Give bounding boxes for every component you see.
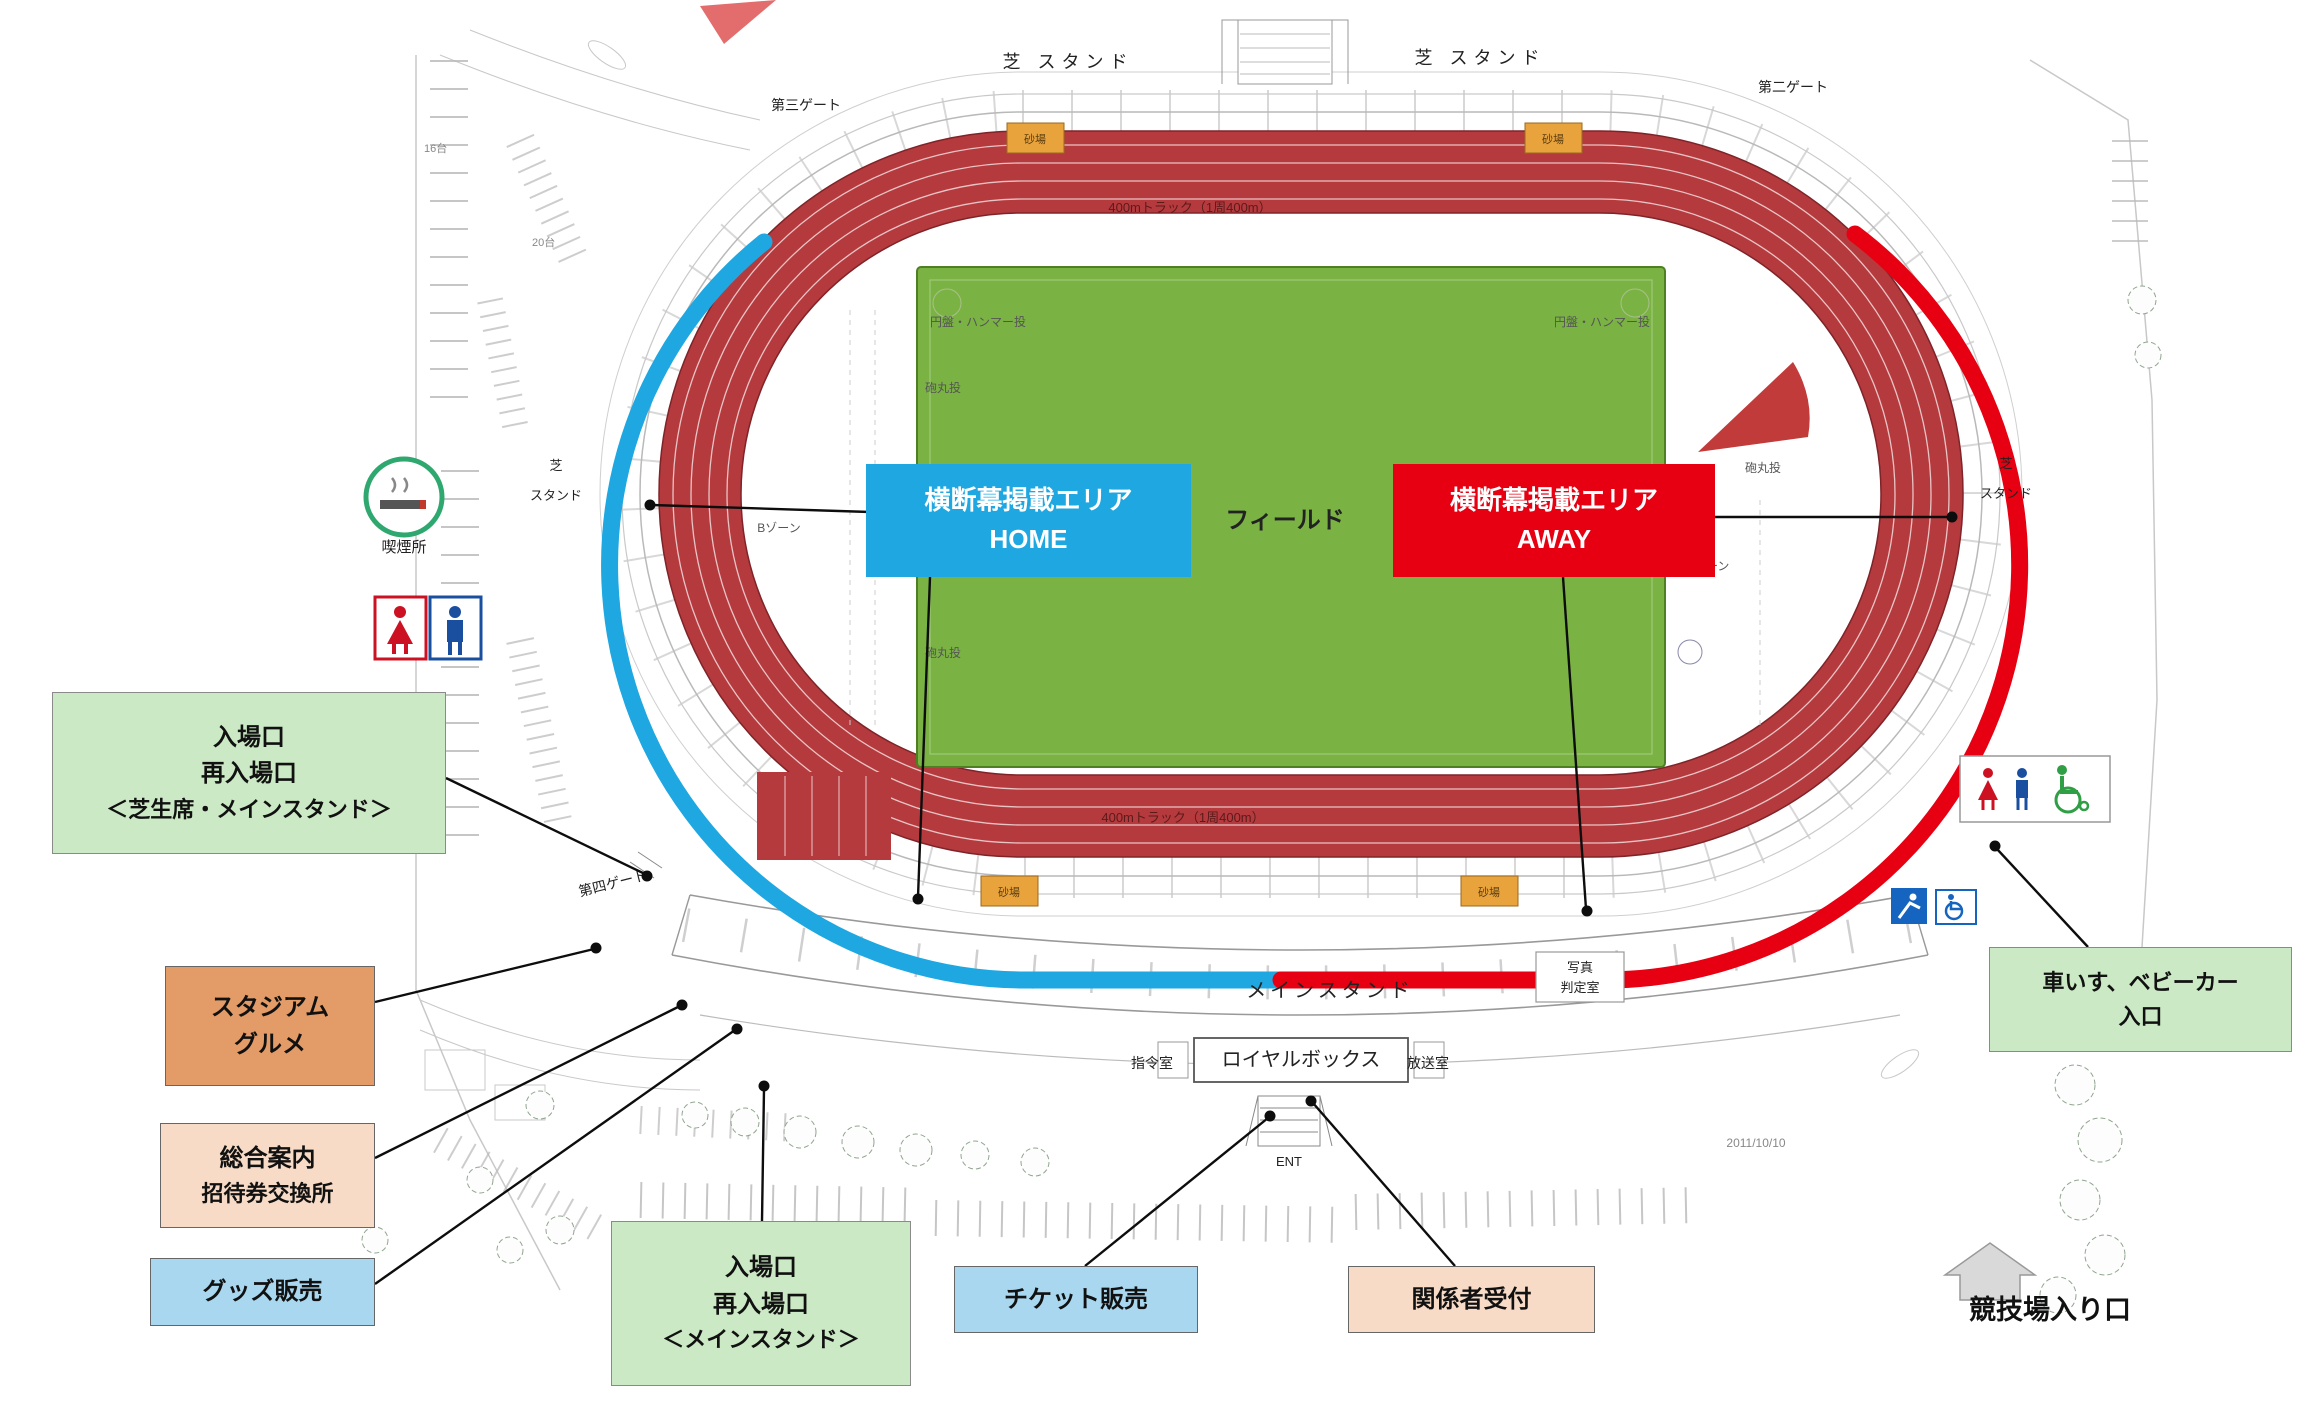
label-shot-put-right: 砲丸投: [1745, 460, 1781, 475]
away-banner-arc: [1272, 225, 2029, 989]
label-date-note: 2011/10/10: [1726, 1136, 1785, 1150]
label-broadcast-room: 放送室: [1407, 1055, 1449, 1071]
label-ent: ENT: [1276, 1154, 1302, 1169]
callout-wheelchair-entrance: 車いす、ベビーカー 入口: [1989, 947, 2292, 1052]
callout-goods: グッズ販売: [150, 1258, 375, 1326]
sand-pit-label: 砂場: [1478, 886, 1500, 899]
field-event-markings: [932, 288, 1703, 665]
running-track: [658, 130, 1964, 858]
label-lawn-stand-top-right: 芝 スタンド: [1414, 48, 1545, 68]
label-gate-3: 第三ゲート: [771, 97, 841, 113]
callout-goods-line1: グッズ販売: [202, 1278, 323, 1306]
photo-judge-room-label: 判定室: [1560, 980, 1599, 995]
field-red-wedge: [1698, 362, 1810, 452]
callout-entrance-main-line3: ＜メインスタンド＞: [662, 1327, 860, 1353]
callout-entrance-main: 入場口 再入場口 ＜メインスタンド＞: [611, 1221, 911, 1386]
callout-info-desk-line1: 総合案内: [219, 1144, 316, 1172]
callout-wheelchair-entrance-line1: 車いす、ベビーカー: [2042, 969, 2239, 995]
track-stairs-lines: [784, 776, 867, 856]
label-lawn-stand-left: 芝: [549, 458, 562, 473]
track-stairs-block: [757, 772, 891, 860]
callout-stadium-gourmet-line1: スタジアム: [210, 993, 330, 1021]
label-lawn-stand-right: 芝: [1999, 456, 2012, 471]
label-stadium-entrance: 競技場入り口: [1969, 1295, 2131, 1325]
leader-lines: [374, 503, 2089, 1285]
callout-staff-reception: 関係者受付: [1348, 1266, 1595, 1333]
parking-strips: [430, 60, 2148, 1243]
callout-staff-reception-line1: 関係者受付: [1411, 1285, 1532, 1313]
photo-judge-room-label: 写真: [1567, 960, 1593, 975]
callout-info-desk-line2: 招待券交換所: [201, 1181, 334, 1207]
label-track-note-top: 400mトラック（1周400m）: [1108, 200, 1271, 215]
label-parking-20: 20台: [532, 235, 555, 249]
label-command-room: 指令室: [1131, 1055, 1173, 1071]
callout-entrance-lawn: 入場口 再入場口 ＜芝生席・メインスタンド＞: [52, 692, 446, 854]
label-discus-hammer-right: 円盤・ハンマー投: [1554, 314, 1650, 329]
callout-stadium-gourmet: スタジアム グルメ: [165, 966, 375, 1086]
corner-red-triangle: [700, 0, 776, 44]
label-shot-put-left: 砲丸投: [925, 380, 961, 395]
callout-away-banner: 横断幕掲載エリア AWAY: [1393, 464, 1715, 577]
label-shot-put-lower: 砲丸投: [925, 645, 961, 660]
home-banner-arc: [601, 233, 1290, 989]
smoking-area-icon: [363, 456, 445, 538]
sand-pit-label: 砂場: [998, 886, 1020, 899]
callout-wheelchair-entrance-line2: 入口: [2118, 1004, 2163, 1029]
callout-away-banner-line2: AWAY: [1516, 524, 1592, 554]
callout-home-banner: 横断幕掲載エリア HOME: [866, 464, 1191, 577]
wheelchair-icon: [1935, 889, 1977, 925]
callout-entrance-lawn-line1: 入場口: [213, 723, 285, 751]
callout-entrance-main-line2: 再入場口: [713, 1290, 809, 1318]
royal-box-label: ロイヤルボックス: [1222, 1048, 1381, 1071]
sand-pit-label: 砂場: [1542, 133, 1564, 146]
royal-box: ロイヤルボックス: [1157, 1037, 1445, 1083]
callout-entrance-main-line1: 入場口: [725, 1254, 797, 1282]
label-gate-2: 第二ゲート: [1758, 79, 1828, 95]
label-lawn-stand-right: スタンド: [1980, 486, 2032, 501]
label-track-note-bottom: 400mトラック（1周400m）: [1101, 810, 1264, 825]
slope-runner-icon: [1891, 888, 1927, 924]
label-lawn-stand-top-left: 芝 スタンド: [1002, 52, 1133, 72]
smoking-area-label: 喫煙所: [381, 539, 426, 556]
label-main-stand: メインスタンド: [1246, 979, 1414, 1002]
label-parking-16: 16台: [424, 141, 447, 155]
callout-ticket-sales-line1: チケット販売: [1004, 1285, 1148, 1313]
entrance-arrow-icon: [1942, 1242, 2038, 1301]
sand-pit-label: 砂場: [1024, 133, 1046, 146]
top-stairs: [1221, 19, 1349, 85]
callout-entrance-lawn-line3: ＜芝生席・メインスタンド＞: [106, 796, 392, 822]
mens-restroom-icon: [428, 595, 483, 661]
label-field: フィールド: [1225, 507, 1345, 534]
label-discus-hammer-left: 円盤・ハンマー投: [930, 314, 1026, 329]
ent-stairs: [1245, 1095, 1333, 1147]
label-zone-b: Bゾーン: [757, 521, 800, 535]
sand-pits: 砂場 砂場 砂場 砂場: [980, 122, 1583, 907]
callout-away-banner-line1: 横断幕掲載エリア: [1449, 485, 1658, 516]
callout-home-banner-line1: 横断幕掲載エリア: [924, 485, 1133, 516]
callout-home-banner-line2: HOME: [989, 524, 1068, 554]
callout-ticket-sales: チケット販売: [954, 1266, 1198, 1333]
leader-dots: [590, 499, 2001, 1122]
callout-stadium-gourmet-line2: グルメ: [234, 1030, 306, 1058]
label-lawn-stand-left: スタンド: [530, 488, 582, 503]
womens-restroom-icon: [373, 595, 428, 661]
callout-entrance-lawn-line2: 再入場口: [201, 760, 297, 788]
site-background: [415, 29, 2158, 1291]
accessible-restroom-icon: [1959, 755, 2111, 823]
photo-judge-room: 写真 判定室: [1535, 951, 1625, 1003]
callout-info-desk: 総合案内 招待券交換所: [160, 1123, 375, 1228]
